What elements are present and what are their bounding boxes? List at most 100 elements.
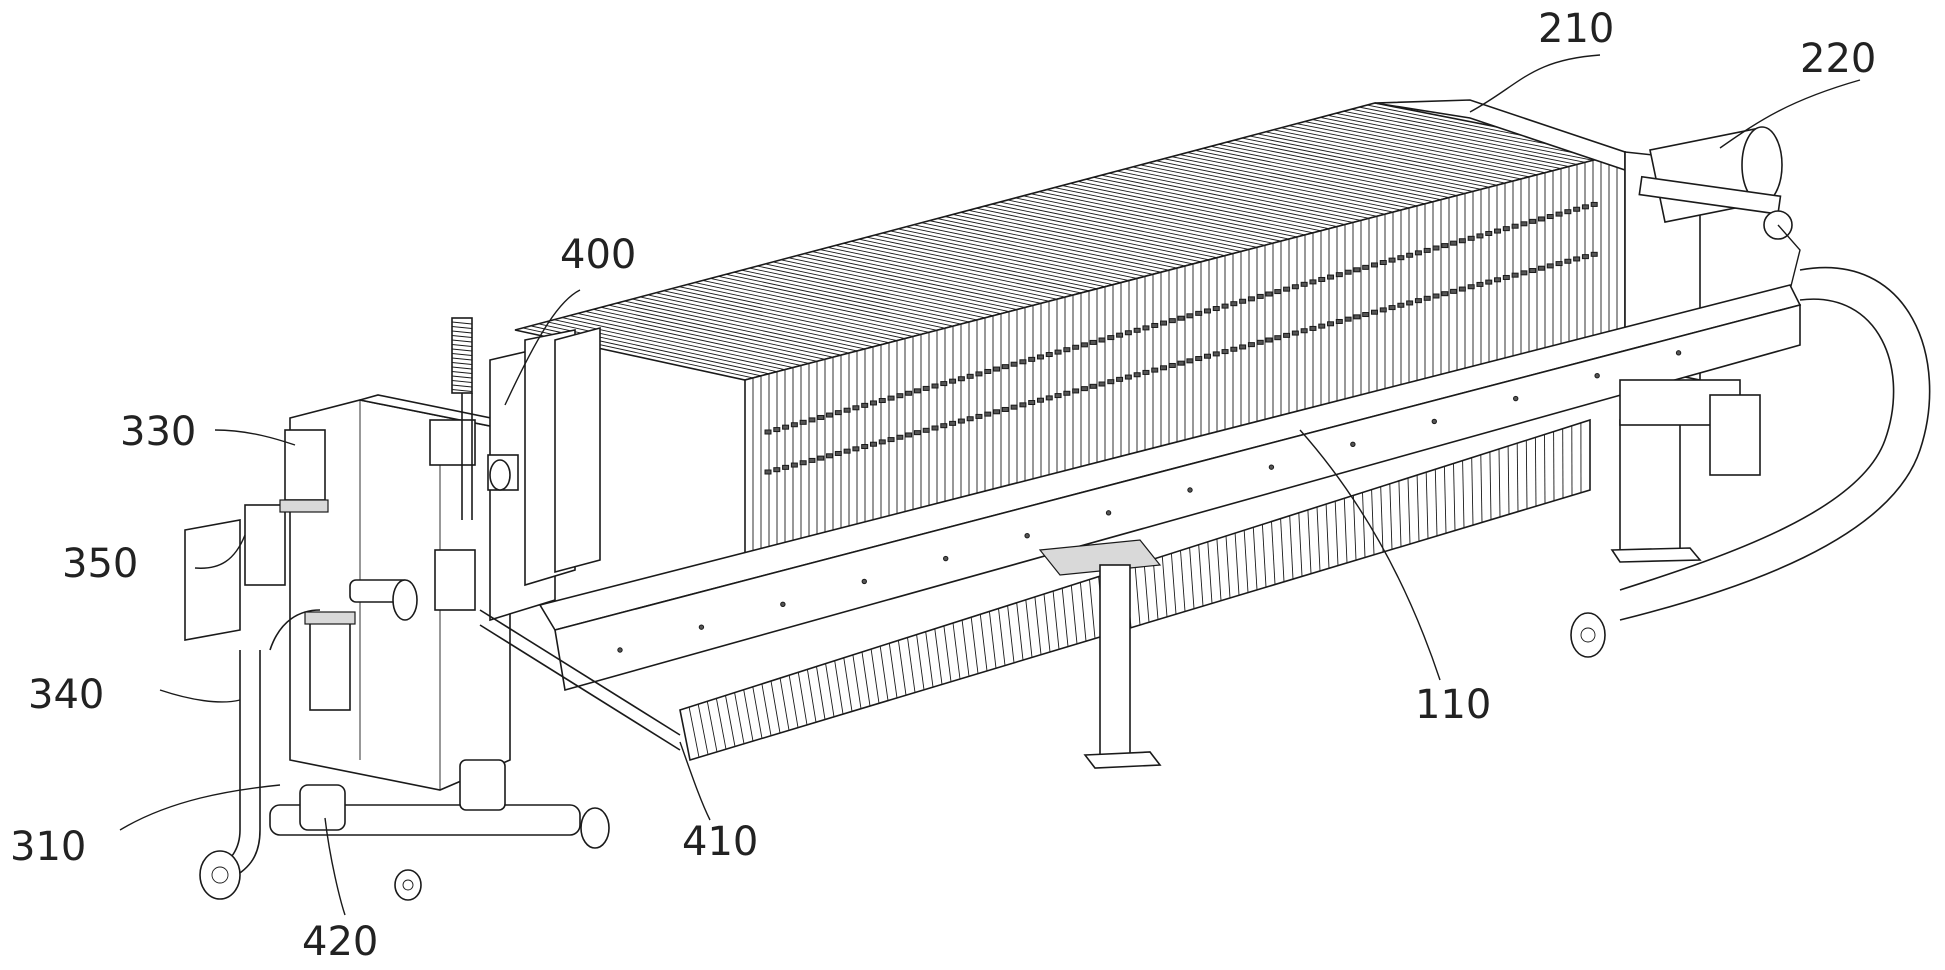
plate-handle <box>887 395 895 401</box>
spring-coil <box>451 389 473 392</box>
spring-coil <box>451 326 473 329</box>
plate-edge-line <box>1132 166 1378 217</box>
plate-handle <box>1370 309 1378 315</box>
plate-edge-line <box>851 240 1090 292</box>
skirt-plate-line <box>1544 434 1546 504</box>
label-340: 340 <box>28 672 104 718</box>
plate-edge-line <box>600 306 834 358</box>
beam-bolt <box>1268 464 1275 470</box>
plate-handle <box>1239 344 1247 350</box>
skirt-plate-line <box>1061 588 1069 647</box>
plate-edge-line <box>804 253 1042 304</box>
plate-handle <box>861 444 869 450</box>
plate-edge-line <box>1195 150 1442 201</box>
skirt-plate-line <box>1216 538 1222 601</box>
plate-edge-line <box>1163 158 1410 209</box>
plate-handle <box>773 467 781 473</box>
skirt-plate-line <box>1025 599 1033 658</box>
beam-bolt <box>698 624 705 630</box>
skirt-plate-line <box>1316 506 1321 572</box>
plate-edge-line <box>624 300 858 352</box>
plate-handle <box>852 405 860 411</box>
plate-edge-line <box>1210 145 1458 196</box>
skirt-plate-line <box>715 698 727 750</box>
plate-handle <box>1546 263 1554 269</box>
skirt-plate-line <box>1243 530 1249 593</box>
plate-handle <box>1089 339 1097 345</box>
spring-coil <box>451 353 473 356</box>
skirt-plate-line <box>1234 533 1240 596</box>
plate-edge-line <box>1093 176 1338 228</box>
leader-lines <box>119 54 1861 916</box>
plate-edge-line <box>827 247 1066 298</box>
plate-edge-line <box>984 205 1226 257</box>
skirt-plate-line <box>879 646 889 701</box>
skirt-plate-line <box>988 611 997 669</box>
plate-handle <box>1520 221 1528 227</box>
plate-edge-line <box>819 249 1058 300</box>
beam-bolt <box>780 601 786 607</box>
plate-edge-line <box>1030 193 1274 244</box>
plate-handle <box>1485 230 1493 236</box>
skirt-plate-line <box>1498 448 1501 518</box>
spring-coil <box>451 330 473 334</box>
skirt-plate-line <box>825 663 835 717</box>
skirt-plate-line <box>934 628 943 685</box>
plate-edge-line <box>796 255 1034 306</box>
skirt-plate-line <box>1507 446 1510 515</box>
skirt-plate-line <box>1443 466 1447 534</box>
plate-edge-line <box>976 207 1218 259</box>
plate-handle <box>1151 367 1159 373</box>
plate-handle <box>817 414 825 420</box>
plate-handle <box>782 424 790 430</box>
plate-handle <box>1019 402 1027 408</box>
plate-handle <box>913 388 921 394</box>
plate-edge-line <box>1077 180 1322 232</box>
skirt-plate-line <box>1325 504 1330 569</box>
skirt-plate-line <box>1252 527 1258 590</box>
plate-edge-line <box>921 222 1162 273</box>
spring-coil <box>451 371 473 374</box>
plate-edge-line <box>733 271 970 323</box>
plate-edge-line <box>1140 164 1386 215</box>
plate-handle <box>878 439 886 445</box>
plate-handle <box>1063 347 1071 353</box>
plate-handle <box>1467 235 1475 241</box>
label-110: 110 <box>1415 682 1491 728</box>
skirt-plate-line <box>916 634 925 690</box>
plate-handle <box>1379 260 1387 266</box>
spring-coil <box>451 321 473 325</box>
plate-handle <box>1028 400 1036 406</box>
skirt-plate-line <box>1289 515 1294 580</box>
plate-edge-line <box>929 220 1170 271</box>
skirt-plate-line <box>1043 593 1051 653</box>
skirt-plate-line <box>1189 547 1195 609</box>
plate-handle <box>773 427 781 433</box>
plate-edge-line <box>546 321 778 373</box>
plate-handle <box>1124 374 1132 380</box>
plate-edge-line <box>679 286 914 337</box>
plate-edge-line <box>718 275 954 327</box>
skirt-plate-line <box>1489 451 1492 520</box>
skirt-plate-line <box>1298 512 1303 577</box>
plate-edge-line <box>765 263 1002 315</box>
plate-handle <box>1116 376 1124 382</box>
plate-edge-line <box>1007 199 1250 250</box>
plate-handle <box>1397 255 1405 261</box>
skirt-plate-line <box>952 622 961 680</box>
skirt-plate-line <box>961 620 970 677</box>
plate-handle <box>966 373 974 379</box>
plate-edge-line <box>655 292 890 344</box>
skirt-plate-line <box>834 660 844 715</box>
plate-handle <box>1494 277 1502 283</box>
skirt-plate-line <box>688 707 700 758</box>
plate-handle <box>1476 281 1484 287</box>
plate-edge-line <box>1281 127 1530 178</box>
plate-handle <box>826 453 834 459</box>
plate-edge-line <box>1148 162 1394 213</box>
plate-handle <box>1151 322 1159 328</box>
plate-handle <box>1195 356 1203 362</box>
plate-handle <box>1581 204 1589 210</box>
skirt-plate-line <box>970 617 979 674</box>
plate-handle <box>1036 354 1044 360</box>
